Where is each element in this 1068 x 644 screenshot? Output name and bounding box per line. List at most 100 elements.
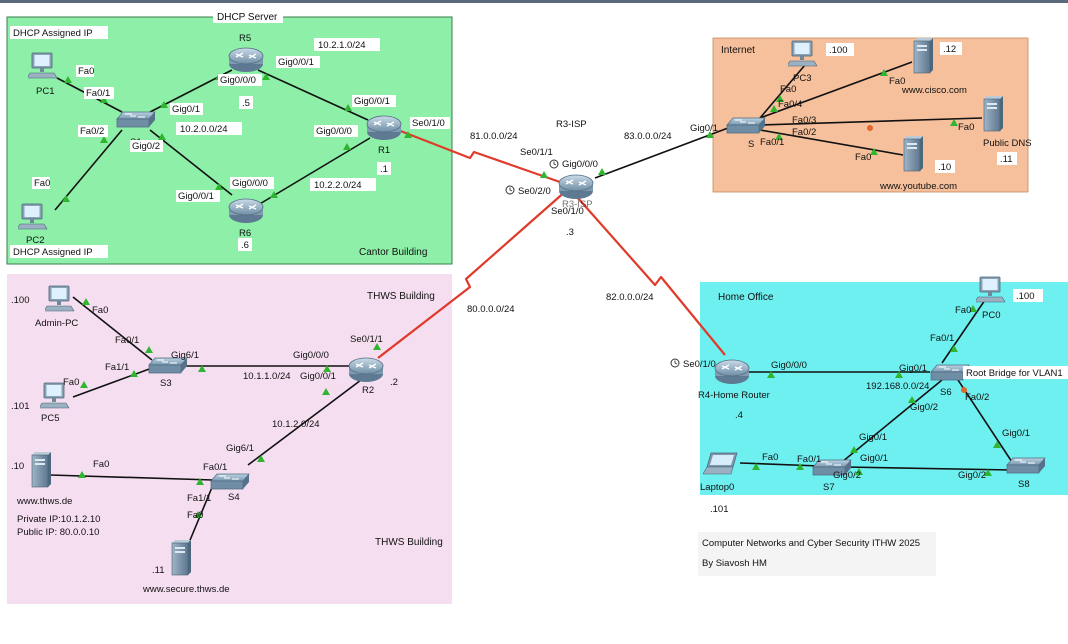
r5-gig001-port: Gig0/0/1 (278, 57, 314, 68)
cisco-fa0-port: Fa0 (889, 76, 905, 87)
s4-switch-icon[interactable] (210, 473, 250, 490)
laptop0-ip-label: .101 (710, 504, 729, 515)
r3-ip-label: .3 (566, 227, 574, 238)
internet-area (712, 37, 1029, 193)
snet-fa04-port: Fa0/4 (778, 99, 802, 110)
r1-label: R1 (378, 145, 390, 156)
public-ip-label: Public IP: 80.0.0.10 (17, 527, 99, 538)
s3-fa01-port: Fa0/1 (115, 335, 139, 346)
youtube-server-icon[interactable] (903, 136, 924, 172)
r2-router-icon[interactable] (348, 357, 384, 383)
cisco-server-icon[interactable] (913, 38, 934, 74)
s6-gig01-port: Gig0/1 (899, 363, 927, 374)
course-title: Computer Networks and Cyber Security ITH… (702, 538, 920, 549)
pc2-label: PC2 (26, 235, 44, 246)
public-dns-label: Public DNS (983, 138, 1032, 149)
snet-fa03-port: Fa0/3 (792, 115, 816, 126)
admin-fa0-port: Fa0 (92, 305, 108, 316)
s7-gig02-port: Gig0/2 (833, 470, 861, 481)
r5-router-icon[interactable] (228, 47, 264, 73)
r1-gig000-port: Gig0/0/0 (316, 126, 352, 137)
r2-ip-label: .2 (390, 377, 398, 388)
r5-gig000-port: Gig0/0/0 (220, 75, 256, 86)
dhcp-server-label: DHCP Server (217, 12, 278, 23)
r4-home-router-icon[interactable] (714, 359, 750, 385)
dns-ip-label: .11 (1000, 154, 1013, 165)
s4-gig61-port: Gig6/1 (226, 443, 254, 454)
root-bridge-label: Root Bridge for VLAN1 (966, 368, 1063, 379)
net-192-label: 192.168.0.0/24 (866, 381, 929, 392)
s8-switch-icon[interactable] (1006, 457, 1046, 474)
s1-fa02-port: Fa0/2 (80, 126, 104, 137)
clock-icon (670, 358, 680, 368)
s6-fa02-port: Fa0/2 (965, 392, 989, 403)
r3-isp-router-icon[interactable] (558, 174, 594, 200)
pc0-fa0-port: Fa0 (955, 305, 971, 316)
laptop0-label: Laptop0 (700, 482, 734, 493)
s4-fa01-port: Fa0/1 (203, 462, 227, 473)
s6-gig02-port: Gig0/2 (910, 402, 938, 413)
net-80-label: 80.0.0.0/24 (467, 304, 515, 315)
r1-router-icon[interactable] (366, 115, 402, 141)
s1-fa01-port: Fa0/1 (86, 88, 110, 99)
r2-gig001-port: Gig0/0/1 (300, 371, 336, 382)
s1-gig02-port: Gig0/2 (132, 141, 160, 152)
pc1-label: PC1 (36, 86, 54, 97)
thws-building-area (7, 274, 452, 604)
r1-gig001-port: Gig0/0/1 (354, 96, 390, 107)
top-border (0, 0, 1068, 3)
dns-fa0-port: Fa0 (958, 122, 974, 133)
r2-label: R2 (362, 385, 374, 396)
cantor-building-label: Cantor Building (359, 247, 427, 258)
s3-fa11-port: Fa1/1 (105, 362, 129, 373)
s8-gig02-port: Gig0/2 (958, 470, 986, 481)
clock-icon (549, 159, 559, 169)
net-81-label: 81.0.0.0/24 (470, 131, 518, 142)
youtube-label: www.youtube.com (879, 181, 957, 192)
r3-isp-label: R3-ISP (562, 199, 593, 210)
r5-label: R5 (239, 33, 251, 44)
snet-fa0-port: Fa0 (780, 84, 796, 95)
public-dns-server-icon[interactable] (983, 96, 1004, 132)
s7-gig01-top-port: Gig0/1 (859, 432, 887, 443)
net-10-1-2-label: 10.1.2.0/24 (272, 419, 320, 430)
thws-building-top-label: THWS Building (367, 291, 435, 302)
thws-server-ip-label: .10 (11, 461, 24, 472)
thws-building-bottom-label: THWS Building (375, 537, 443, 548)
author-line: By Siavosh HM (702, 558, 767, 569)
s3-label: S3 (160, 378, 172, 389)
thws-server-icon[interactable] (31, 452, 52, 488)
snet-fa02-port: Fa0/2 (792, 127, 816, 138)
r4-label: R4-Home Router (698, 390, 770, 401)
pc2-fa0-port: Fa0 (34, 178, 50, 189)
net-83-label: 83.0.0.0/24 (624, 131, 672, 142)
pc5-fa0-port: Fa0 (63, 377, 79, 388)
r5-ip-label: .5 (242, 98, 250, 109)
r6-label: R6 (239, 228, 251, 239)
net-10-2-0-label: 10.2.0.0/24 (180, 124, 228, 135)
secure-server-label: www.secure.thws.de (142, 584, 230, 595)
r3-isp-title: R3-ISP (556, 119, 587, 130)
internet-switch-icon[interactable] (726, 117, 766, 134)
secure-server-icon[interactable] (171, 540, 192, 576)
r4-se010-port: Se0/1/0 (683, 359, 716, 370)
snet-gig01-port: Gig0/1 (690, 123, 718, 134)
pc0-label: PC0 (982, 310, 1000, 321)
youtube-ip-label: .10 (938, 162, 951, 173)
r6-router-icon[interactable] (228, 198, 264, 224)
s7-label: S7 (823, 482, 835, 493)
dhcp-assigned-ip-top: DHCP Assigned IP (13, 28, 93, 39)
clock-icon (505, 185, 515, 195)
r3-se010-port: Se0/1/0 (551, 206, 584, 217)
s6-label: S6 (940, 387, 952, 398)
pc5-label: PC5 (41, 413, 59, 424)
dhcp-assigned-ip-bottom: DHCP Assigned IP (13, 247, 93, 258)
admin-pc-label: Admin-PC (35, 318, 78, 329)
thws-fa0-port: Fa0 (93, 459, 109, 470)
internet-label: Internet (721, 45, 755, 56)
s1-switch-icon[interactable] (116, 111, 156, 128)
pc3-label: PC3 (793, 73, 811, 84)
pc0-ip-label: .100 (1016, 291, 1035, 302)
r2-se011-port: Se0/1/1 (350, 334, 383, 345)
